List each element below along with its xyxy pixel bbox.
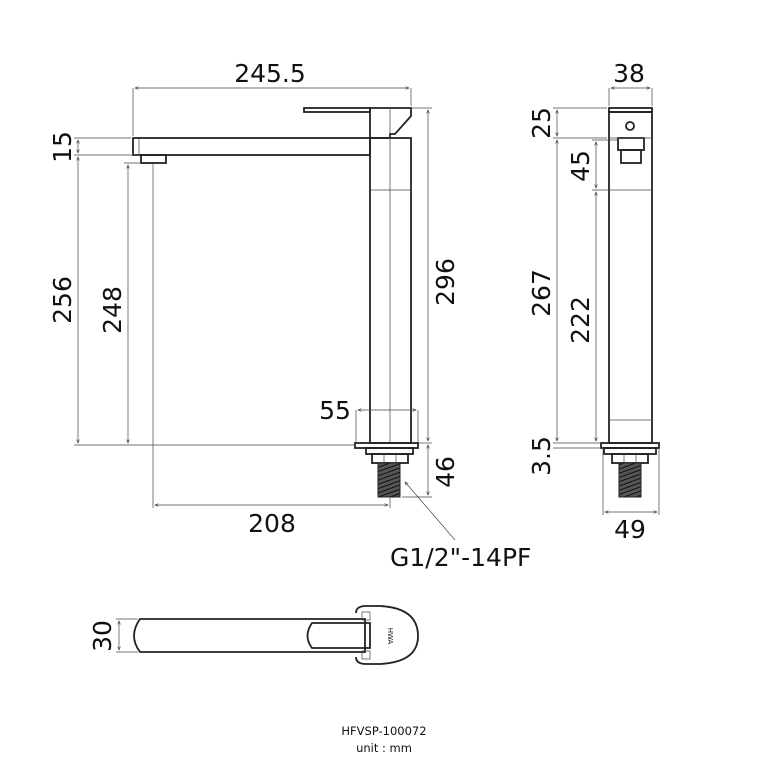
body	[369, 137, 412, 444]
brand-logo: HWA	[386, 628, 394, 645]
model-number: HFVSP-100072	[341, 724, 426, 738]
dim-handle-height: 25	[527, 107, 556, 139]
top-spout	[133, 618, 366, 653]
dim-base-width: 55	[319, 396, 351, 425]
dim-flange-thickness: 3.5	[527, 436, 556, 476]
dim-base-diameter: 49	[614, 515, 646, 544]
dim-total-height: 296	[431, 258, 460, 306]
thread	[377, 462, 401, 498]
handle-block	[369, 107, 412, 139]
dim-thread-length: 46	[431, 456, 460, 488]
spout	[132, 137, 371, 156]
dim-handle-width: 30	[88, 620, 117, 652]
aerator	[140, 154, 167, 164]
top-handle	[306, 622, 371, 649]
dim-aerator-height: 248	[98, 286, 127, 334]
thread-spec-label: G1/2"-14PF	[390, 543, 531, 572]
dim-lower-body-height: 222	[566, 296, 595, 344]
side-view: 38 25 45 267 222 3.5 49	[527, 59, 660, 544]
side-body	[608, 111, 653, 444]
dim-outlet-height: 256	[48, 276, 77, 324]
front-view: 245.5 15 256 248 296 55 46 208 G1/2"-14P…	[48, 59, 531, 572]
dim-spout-height: 15	[48, 131, 77, 163]
dim-spout-offset: 45	[566, 150, 595, 182]
dim-body-height: 267	[527, 269, 556, 317]
hex-nut	[371, 453, 409, 464]
top-ring	[355, 605, 419, 665]
dim-overall-length: 245.5	[234, 59, 306, 88]
top-view: HWA 30	[88, 605, 419, 665]
dim-body-width: 38	[613, 59, 645, 88]
dim-spout-reach: 208	[248, 509, 296, 538]
unit-label: unit : mm	[356, 741, 412, 755]
handle-lever	[303, 107, 371, 113]
